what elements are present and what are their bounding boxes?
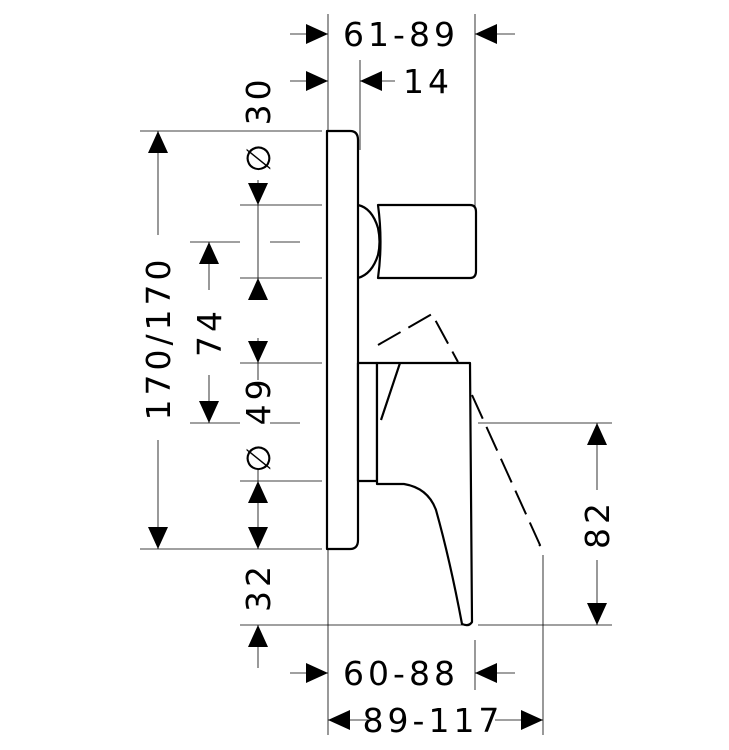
dim-between-centers: 74 [190, 307, 229, 357]
dim-top-offset: 14 [403, 62, 453, 101]
diverter-knob [376, 203, 478, 280]
dim-height-total: 170/170 [139, 255, 178, 420]
dim-top-overall: 61-89 [343, 15, 459, 54]
lever-body [356, 361, 379, 483]
lever-handle [375, 361, 474, 627]
lever-alt-position-down [471, 394, 542, 553]
extension-lines [140, 14, 612, 735]
diverter-neck [357, 203, 381, 280]
lever-alt-position-up [377, 312, 459, 363]
mixer-outline [325, 129, 542, 627]
dimension-labels: 61-89 14 ∅ 30 170/170 74 ∅ 49 32 82 60-8… [139, 15, 617, 740]
dim-diameter-bottom: ∅ 49 [239, 375, 278, 472]
dim-bottom-projection: 60-88 [343, 654, 459, 693]
arrowheads [148, 24, 607, 730]
dim-bottom-offset: 32 [239, 562, 278, 612]
dim-lever-drop: 82 [578, 499, 617, 549]
cover-plate [325, 129, 360, 551]
dim-bottom-overall: 89-117 [363, 701, 504, 740]
dim-diameter-top: ∅ 30 [239, 75, 278, 172]
